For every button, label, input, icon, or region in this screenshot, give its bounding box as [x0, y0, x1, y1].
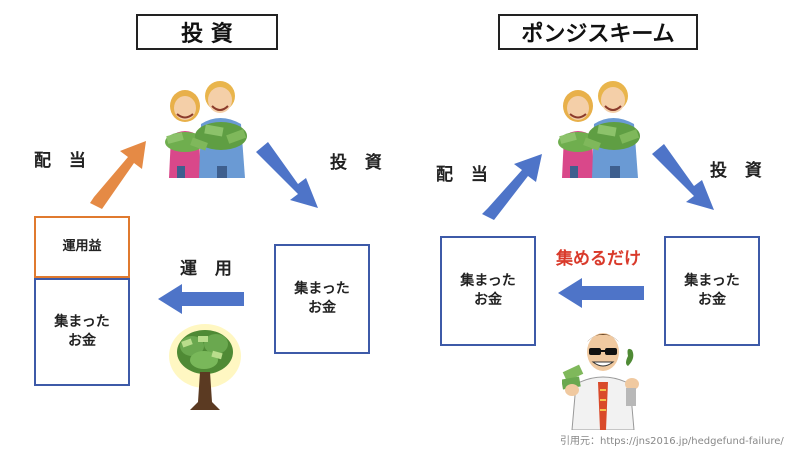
source-caption: 引用元：https://jns2016.jp/hedgefund-failure…: [560, 436, 784, 447]
invest-arrow-icon: [256, 142, 318, 208]
right-collect-arrow-icon: [558, 278, 644, 308]
money-tree-icon: [169, 324, 241, 410]
operation-profit-box: 運用益: [34, 216, 130, 278]
left-collected-line1: 集まった: [54, 314, 110, 331]
happy-couple-right-icon: [558, 81, 640, 178]
left-dividend-label: 配 当: [34, 151, 92, 171]
collect-only-label: 集めるだけ: [556, 249, 641, 269]
left-collected-money-box: 集まった お金: [34, 278, 130, 386]
right-invested-money-box: 集まった お金: [664, 236, 760, 346]
left-invested-line2: お金: [307, 300, 336, 316]
right-title: ポンジスキーム: [498, 14, 698, 50]
left-invested-money-box: 集まった お金: [274, 244, 370, 354]
left-invest-label: 投 資: [330, 153, 388, 173]
operate-arrow-icon: [158, 284, 244, 314]
left-invested-line1: 集まった: [294, 281, 350, 298]
left-collected-line2: お金: [67, 333, 96, 349]
left-title: 投 資: [136, 14, 278, 50]
right-invest-label: 投 資: [710, 161, 768, 181]
right-invested-line2: お金: [697, 292, 726, 308]
right-collected-line1: 集まった: [460, 273, 516, 290]
con-man-icon: [562, 333, 639, 430]
right-dividend-arrow-icon: [482, 154, 542, 220]
right-collected-line2: お金: [473, 292, 502, 308]
right-dividend-label: 配 当: [436, 165, 494, 185]
right-invest-arrow-icon: [652, 144, 714, 210]
operation-profit-label: 運用益: [62, 239, 102, 255]
left-operate-label: 運 用: [180, 259, 238, 279]
dividend-arrow-icon: [90, 141, 146, 209]
right-collected-money-box: 集まった お金: [440, 236, 536, 346]
right-invested-line1: 集まった: [684, 273, 740, 290]
happy-couple-icon: [165, 81, 247, 178]
